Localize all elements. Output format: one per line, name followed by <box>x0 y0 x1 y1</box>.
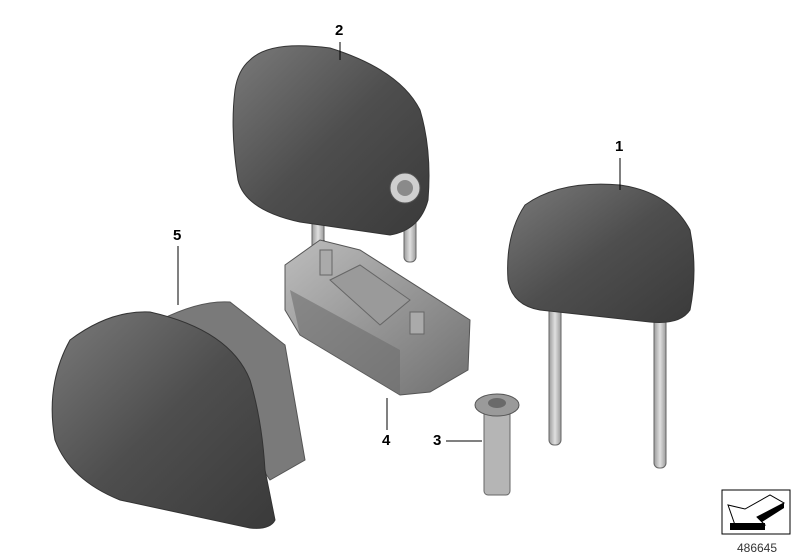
part-label-3: 3 <box>433 432 442 449</box>
arrow-orientation-icon <box>721 489 791 535</box>
part-label-5: 5 <box>173 227 182 244</box>
part-label-4: 4 <box>382 432 391 449</box>
part-label-2: 2 <box>335 22 344 39</box>
cover-part-5 <box>51 301 306 529</box>
headrest-part-2 <box>232 45 430 263</box>
guide-sleeve-part-3 <box>474 393 520 496</box>
part-label-1: 1 <box>615 138 624 155</box>
leader-lines <box>177 42 621 442</box>
image-number: 486645 <box>736 541 778 555</box>
headrest-part-1 <box>507 183 695 469</box>
bracket-part-4 <box>284 239 471 396</box>
